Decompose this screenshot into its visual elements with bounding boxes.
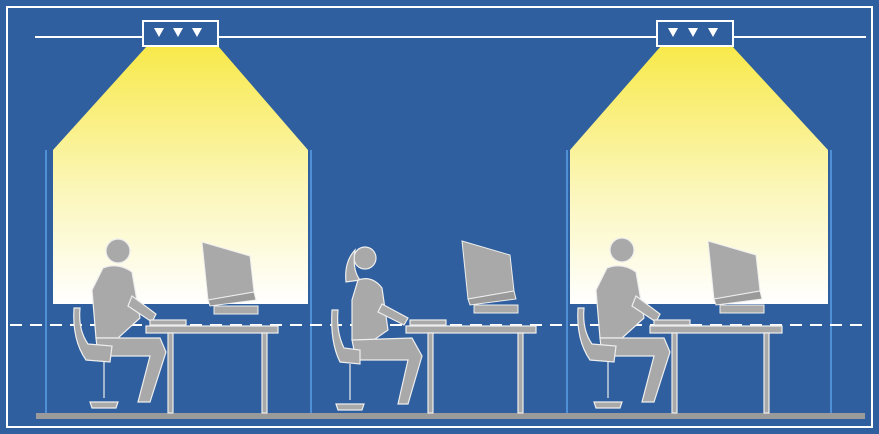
luminaire-right <box>657 21 733 46</box>
floor <box>36 413 865 419</box>
luminaire-left <box>143 21 218 46</box>
